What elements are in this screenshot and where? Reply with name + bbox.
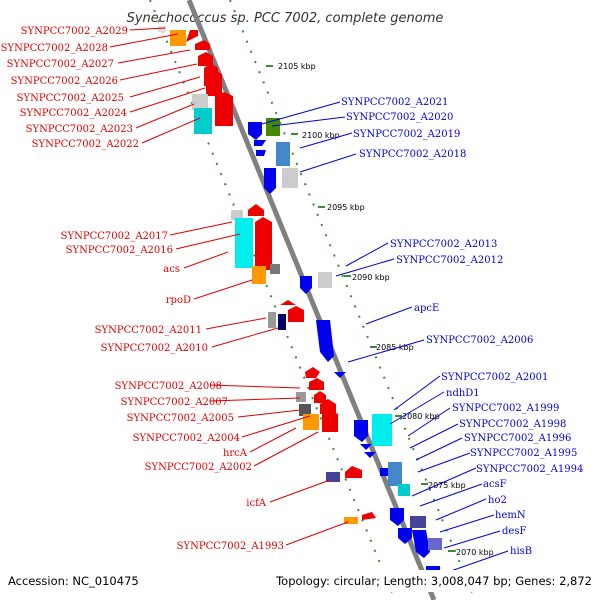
gene-label: SYNPCC7002_A2002 <box>145 462 252 473</box>
gene-label: desF <box>502 526 526 537</box>
footer-band <box>0 570 600 592</box>
gene-label: hemN <box>495 510 526 521</box>
gene-label: SYNPCC7002_A2004 <box>133 433 240 444</box>
gene-label: SYNPCC7002_A2013 <box>390 239 497 250</box>
gene-label: SYNPCC7002_A1999 <box>452 403 559 414</box>
kbp-tick-label: 2085 kbp <box>376 343 414 352</box>
genome-summary-text: Topology: circular; Length: 3,008,047 bp… <box>275 574 592 588</box>
gene-label: hisB <box>510 546 532 557</box>
gene-label: acs <box>163 264 180 275</box>
kbp-tick-label: 2100 kbp <box>302 131 340 140</box>
gene-label: SYNPCC7002_A2017 <box>61 231 168 242</box>
gene-label: SYNPCC7002_A2024 <box>20 108 127 119</box>
gene-label: SYNPCC7002_A1995 <box>470 448 577 459</box>
reverse-genes <box>248 118 442 582</box>
gene-label: acsF <box>483 479 507 490</box>
gene-label: hrcA <box>223 448 248 459</box>
gene-label: ndhD1 <box>446 388 480 399</box>
gene-label: SYNPCC7002_A1993 <box>177 541 284 552</box>
map-title: Synechococcus sp. PCC 7002, complete gen… <box>127 11 444 26</box>
kbp-tick-label: 2075 kbp <box>428 481 466 490</box>
forward-genes <box>158 26 376 524</box>
gene-label: SYNPCC7002_A2018 <box>359 149 466 160</box>
inner-guide-line <box>229 0 476 600</box>
right-leader-lines <box>261 101 509 573</box>
gene-label: rpoD <box>166 295 191 306</box>
gene-label: SYNPCC7002_A2029 <box>21 26 128 37</box>
gene-label: SYNPCC7002_A1994 <box>476 464 583 475</box>
gene-label: SYNPCC7002_A2025 <box>17 93 124 104</box>
gene-label: SYNPCC7002_A2010 <box>101 343 208 354</box>
gene-label: SYNPCC7002_A2008 <box>115 381 222 392</box>
left-leader-lines <box>109 27 349 546</box>
gene-label: SYNPCC7002_A2027 <box>7 59 114 70</box>
gene-label: SYNPCC7002_A1998 <box>459 419 566 430</box>
kbp-tick-label: 2080 kbp <box>402 412 440 421</box>
gene-label: SYNPCC7002_A2023 <box>26 124 133 135</box>
gene-label: SYNPCC7002_A2005 <box>127 413 234 424</box>
kbp-tick-label: 2105 kbp <box>278 62 316 71</box>
gene-label: SYNPCC7002_A2021 <box>341 97 448 108</box>
gene-label: SYNPCC7002_A2016 <box>66 245 173 256</box>
gene-label: SYNPCC7002_A2001 <box>441 372 548 383</box>
gene-label: SYNPCC7002_A2028 <box>1 43 108 54</box>
kbp-tick-label: 2095 kbp <box>327 203 365 212</box>
gene-label: SYNPCC7002_A2022 <box>32 139 139 150</box>
gene-label: SYNPCC7002_A1996 <box>464 433 571 444</box>
gene-label: icfA <box>246 498 267 509</box>
gene-label: SYNPCC7002_A2011 <box>95 325 202 336</box>
gene-label: SYNPCC7002_A2007 <box>121 397 228 408</box>
gene-label: SYNPCC7002_A2012 <box>396 255 503 266</box>
gene-label: SYNPCC7002_A2020 <box>346 112 453 123</box>
gene-label: SYNPCC7002_A2006 <box>426 335 533 346</box>
kbp-tick-label: 2070 kbp <box>456 548 494 557</box>
right-labels: SYNPCC7002_A2021 SYNPCC7002_A2020 SYNPCC… <box>341 97 583 557</box>
kbp-tick-label: 2090 kbp <box>352 273 390 282</box>
accession-text: Accession: NC_010475 <box>8 574 139 588</box>
kbp-tick-group: 2105 kbp 2100 kbp 2095 kbp 2090 kbp 2085… <box>266 62 494 557</box>
outer-guide-line <box>149 0 396 600</box>
gene-label: apcE <box>414 303 439 314</box>
gene-label: ho2 <box>488 495 507 506</box>
left-labels: SYNPCC7002_A2029 SYNPCC7002_A2028 SYNPCC… <box>1 26 284 552</box>
gene-label: SYNPCC7002_A2019 <box>353 129 460 140</box>
gene-label: SYNPCC7002_A2026 <box>11 76 118 87</box>
